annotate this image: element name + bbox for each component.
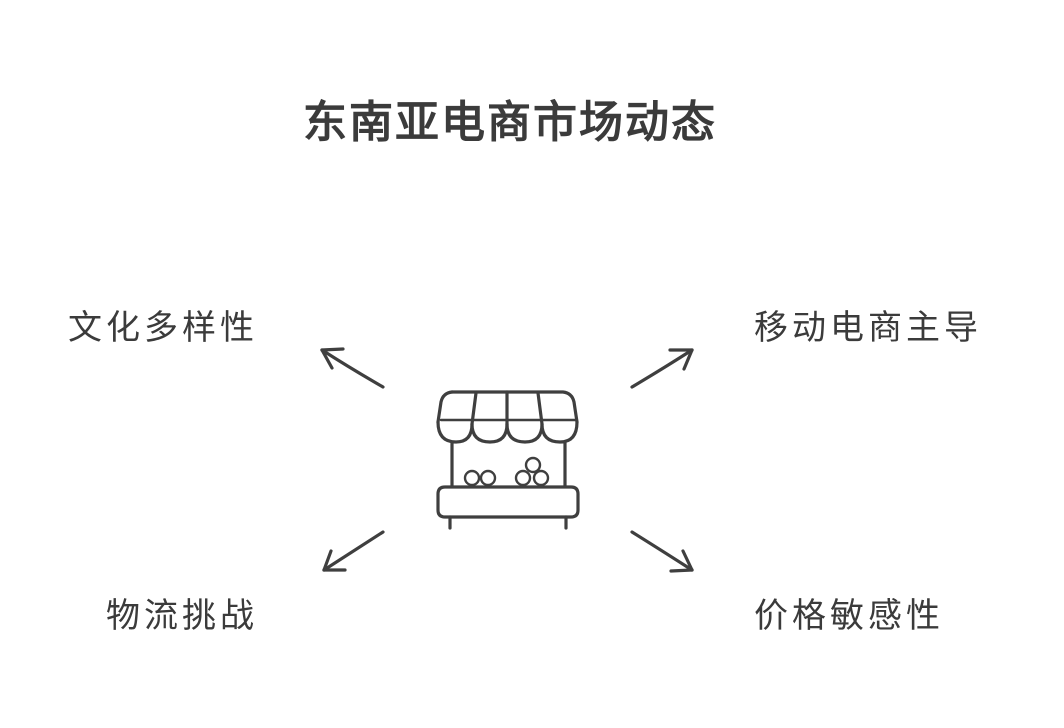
market-stall-icon [436,390,580,530]
diagram-title: 东南亚电商市场动态 [303,97,717,148]
arrow-top-left [320,347,385,389]
branch-label-bottom-right: 价格敏感性 [754,596,944,636]
arrow-bottom-right [630,530,694,573]
arrow-top-right [630,348,694,389]
branch-label-top-right: 移动电商主导 [754,308,982,348]
branch-label-top-left: 文化多样性 [68,308,258,348]
branch-label-bottom-left: 物流挑战 [106,596,258,636]
arrow-bottom-left [322,530,385,572]
